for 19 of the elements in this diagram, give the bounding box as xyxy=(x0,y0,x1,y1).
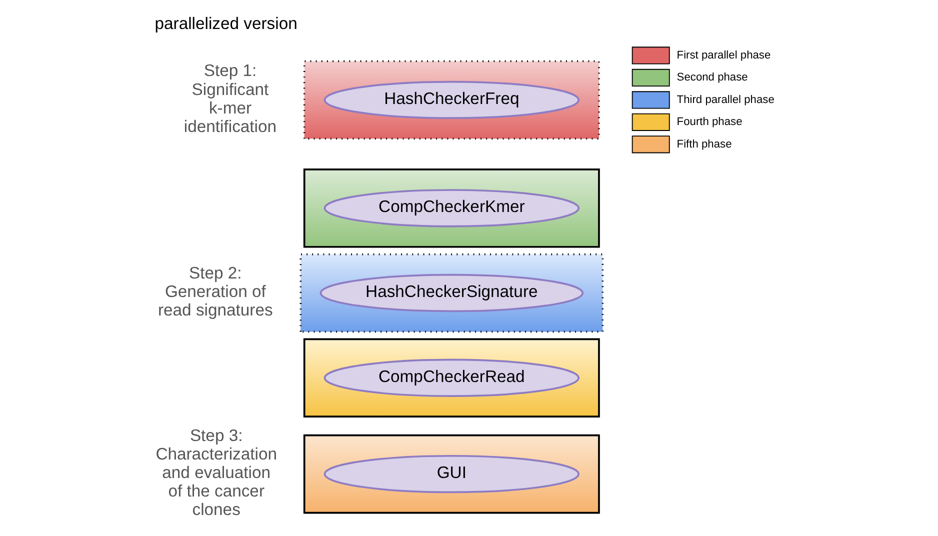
label: Step 2: Generation of read signatures xyxy=(158,264,272,320)
node-ellipse: HashCheckerSignature xyxy=(319,274,584,312)
legend-label: Fifth phase xyxy=(676,138,732,150)
cluster xyxy=(302,338,600,418)
node-ellipse: GUI xyxy=(323,454,580,494)
legend-label: First parallel phase xyxy=(676,49,770,62)
diagram-title: parallelized version xyxy=(154,14,297,33)
label: Step 1: Significant k-mer identification xyxy=(183,61,276,136)
node-ellipse: CompCheckerKmer xyxy=(323,189,580,228)
label: Step 3: Characterization and evaluation of the cancer clones xyxy=(155,426,276,520)
cluster xyxy=(299,253,604,333)
cluster xyxy=(302,168,600,248)
cluster xyxy=(302,60,600,140)
legend-label: Fourth phase xyxy=(676,116,742,128)
legend-label: Second phase xyxy=(676,72,748,84)
node-ellipse: CompCheckerRead xyxy=(323,358,580,397)
legend-label: Third parallel phase xyxy=(676,94,774,106)
cluster xyxy=(302,434,600,514)
node-ellipse: HashCheckerFreq xyxy=(323,80,580,120)
